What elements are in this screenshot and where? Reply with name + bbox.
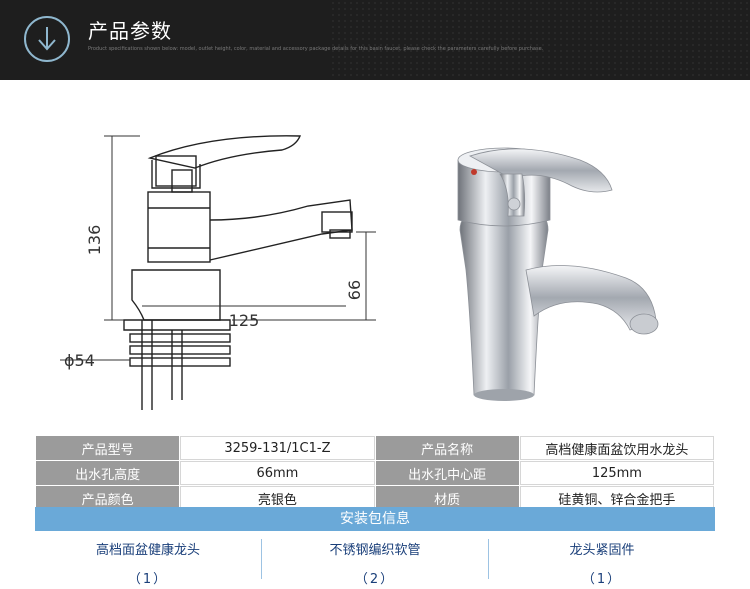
- package-item-qty: （1）: [581, 572, 623, 587]
- dim-diameter-label: ϕ54: [64, 351, 95, 370]
- package-item-qty: （1）: [127, 572, 169, 587]
- spec-table: 产品型号 3259-131/1C1-Z 产品名称 高档健康面盆饮用水龙头 出水孔…: [35, 435, 715, 511]
- faucet-technical-drawing: 136 66 125 ϕ54: [60, 135, 376, 410]
- faucet-product-photo: [457, 147, 659, 401]
- spec-value: 高档健康面盆饮用水龙头: [519, 436, 714, 460]
- table-row: 产品型号 3259-131/1C1-Z 产品名称 高档健康面盆饮用水龙头: [36, 436, 714, 460]
- spec-value: 3259-131/1C1-Z: [180, 436, 375, 460]
- spec-label: 产品型号: [36, 436, 180, 460]
- spec-label: 出水孔高度: [36, 461, 180, 485]
- spec-label: 材质: [375, 486, 519, 510]
- spec-label: 出水孔中心距: [375, 461, 519, 485]
- section-title: 产品参数: [88, 19, 172, 43]
- list-item: 高档面盆健康龙头 （1）: [35, 531, 261, 587]
- package-item-name: 高档面盆健康龙头: [95, 543, 200, 558]
- dim-outlet-label: 66: [345, 280, 364, 300]
- package-item-name: 不锈钢编织软管: [329, 543, 421, 558]
- package-title-bar: 安装包信息: [35, 507, 715, 531]
- package-list: 高档面盆健康龙头 （1） 不锈钢编织软管 （2） 龙头紧固件 （1）: [35, 531, 715, 587]
- package-item-qty: （2）: [354, 572, 396, 587]
- section-subtitle: Product specifications shown below: mode…: [88, 46, 544, 52]
- spec-label: 产品颜色: [36, 486, 180, 510]
- down-arrow-icon: [24, 16, 70, 62]
- spec-value: 66mm: [180, 461, 375, 485]
- spec-label: 产品名称: [375, 436, 519, 460]
- spec-value: 125mm: [519, 461, 714, 485]
- package-item-name: 龙头紧固件: [569, 543, 635, 558]
- table-row: 出水孔高度 66mm 出水孔中心距 125mm: [36, 461, 714, 485]
- page-header: 产品参数 Product specifications shown below:…: [0, 0, 750, 80]
- divider: [261, 539, 262, 579]
- dim-height-label: 136: [85, 225, 104, 256]
- dim-length-label: 125: [229, 311, 260, 330]
- header-pattern: [330, 0, 750, 80]
- list-item: 不锈钢编织软管 （2）: [262, 531, 488, 587]
- divider: [488, 539, 489, 579]
- list-item: 龙头紧固件 （1）: [489, 531, 715, 587]
